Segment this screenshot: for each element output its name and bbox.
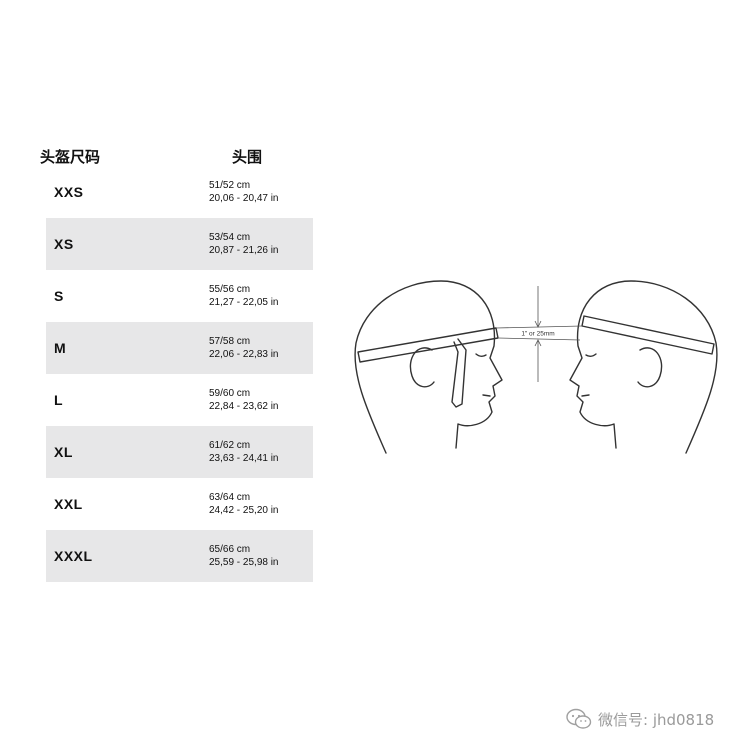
size-column-header: 头盔尺码 [40, 148, 101, 166]
table-row: S 55/56 cm 21,27 - 22,05 in [46, 270, 313, 322]
size-inch: 20,06 - 20,47 in [209, 193, 279, 204]
size-cm: 53/54 cm [209, 232, 251, 243]
size-label: XS [54, 236, 74, 252]
table-row: XS 53/54 cm 20,87 - 21,26 in [46, 218, 313, 270]
size-inch: 20,87 - 21,26 in [209, 245, 279, 256]
size-cm: 63/64 cm [209, 492, 251, 503]
measure-label: 1" or 25mm [521, 331, 554, 338]
watermark: 微信号: jhd0818 [566, 706, 714, 732]
size-cm: 65/66 cm [209, 544, 251, 555]
size-inch: 24,42 - 25,20 in [209, 505, 279, 516]
size-inch: 22,84 - 23,62 in [209, 401, 279, 412]
size-label: L [54, 392, 64, 408]
size-cm: 61/62 cm [209, 440, 251, 451]
size-cm: 55/56 cm [209, 284, 251, 295]
table-row: M 57/58 cm 22,06 - 22,83 in [46, 322, 313, 374]
measurement-marker [495, 286, 583, 382]
size-inch: 23,63 - 24,41 in [209, 453, 279, 464]
size-label: XL [54, 444, 73, 460]
circumference-column-header: 头围 [232, 148, 263, 166]
watermark-text: 微信号: jhd0818 [598, 710, 715, 729]
table-row: L 59/60 cm 22,84 - 23,62 in [46, 374, 313, 426]
size-label: XXS [54, 184, 84, 200]
wechat-icon [566, 708, 592, 729]
left-head [354, 280, 503, 454]
size-cm: 59/60 cm [209, 388, 251, 399]
table-row: XL 61/62 cm 23,63 - 24,41 in [46, 426, 313, 478]
size-inch: 25,59 - 25,98 in [209, 557, 279, 568]
table-row: XXS 51/52 cm 20,06 - 20,47 in [46, 166, 313, 218]
size-label: XXXL [54, 548, 93, 564]
size-label: M [54, 340, 67, 356]
table-row: XXL 63/64 cm 24,42 - 25,20 in [46, 478, 313, 530]
size-table: XXS 51/52 cm 20,06 - 20,47 in XS 53/54 cm… [46, 166, 313, 582]
size-inch: 21,27 - 22,05 in [209, 297, 279, 308]
right-head [569, 280, 718, 454]
size-cm: 51/52 cm [209, 180, 251, 191]
table-row: XXXL 65/66 cm 25,59 - 25,98 in [46, 530, 313, 582]
size-label: XXL [54, 496, 83, 512]
size-label: S [54, 288, 64, 304]
size-inch: 22,06 - 22,83 in [209, 349, 279, 360]
head-measurement-diagram: 1" or 25mm [354, 280, 718, 454]
size-cm: 57/58 cm [209, 336, 251, 347]
